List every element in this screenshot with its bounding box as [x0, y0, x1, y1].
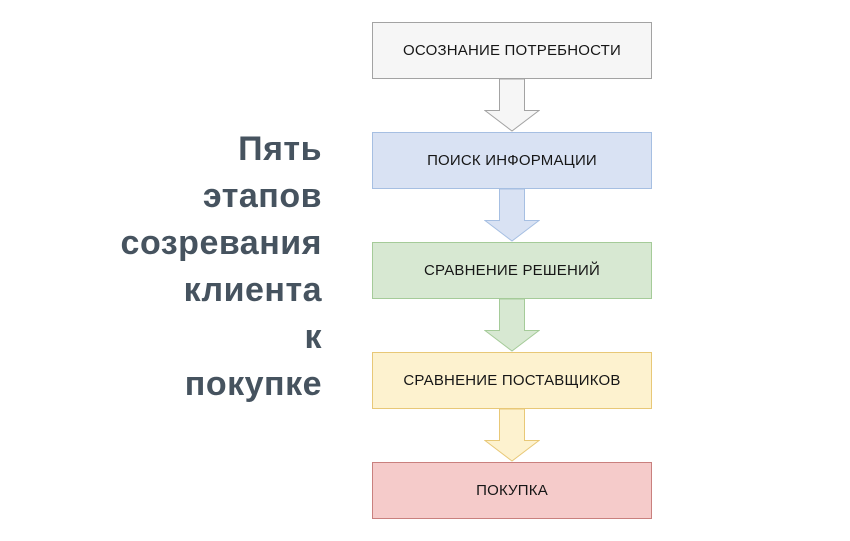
- step-label: ПОИСК ИНФОРМАЦИИ: [427, 152, 597, 169]
- step-label: СРАВНЕНИЕ ПОСТАВЩИКОВ: [403, 372, 621, 389]
- step-label: СРАВНЕНИЕ РЕШЕНИЙ: [423, 262, 601, 279]
- step-label: ОСОЗНАНИЕ ПОТРЕБНОСТИ: [403, 42, 621, 59]
- diagram-title: Пять этапов созревания клиента к покупке: [120, 130, 322, 403]
- step-need-recognition: ОСОЗНАНИЕ ПОТРЕБНОСТИ: [372, 22, 652, 79]
- down-arrow-icon: [484, 189, 540, 242]
- down-arrow-icon: [484, 299, 540, 352]
- step-purchase: ПОКУПКА: [372, 462, 652, 519]
- step-label: ПОКУПКА: [476, 482, 548, 499]
- step-solution-comparison: СРАВНЕНИЕ РЕШЕНИЙ: [372, 242, 652, 299]
- step-vendor-comparison: СРАВНЕНИЕ ПОСТАВЩИКОВ: [372, 352, 652, 409]
- down-arrow-icon: [484, 79, 540, 132]
- step-information-search: ПОИСК ИНФОРМАЦИИ: [372, 132, 652, 189]
- funnel-flow: ОСОЗНАНИЕ ПОТРЕБНОСТИ ПОИСК ИНФОРМАЦИИ С…: [372, 22, 652, 519]
- down-arrow-icon: [484, 409, 540, 462]
